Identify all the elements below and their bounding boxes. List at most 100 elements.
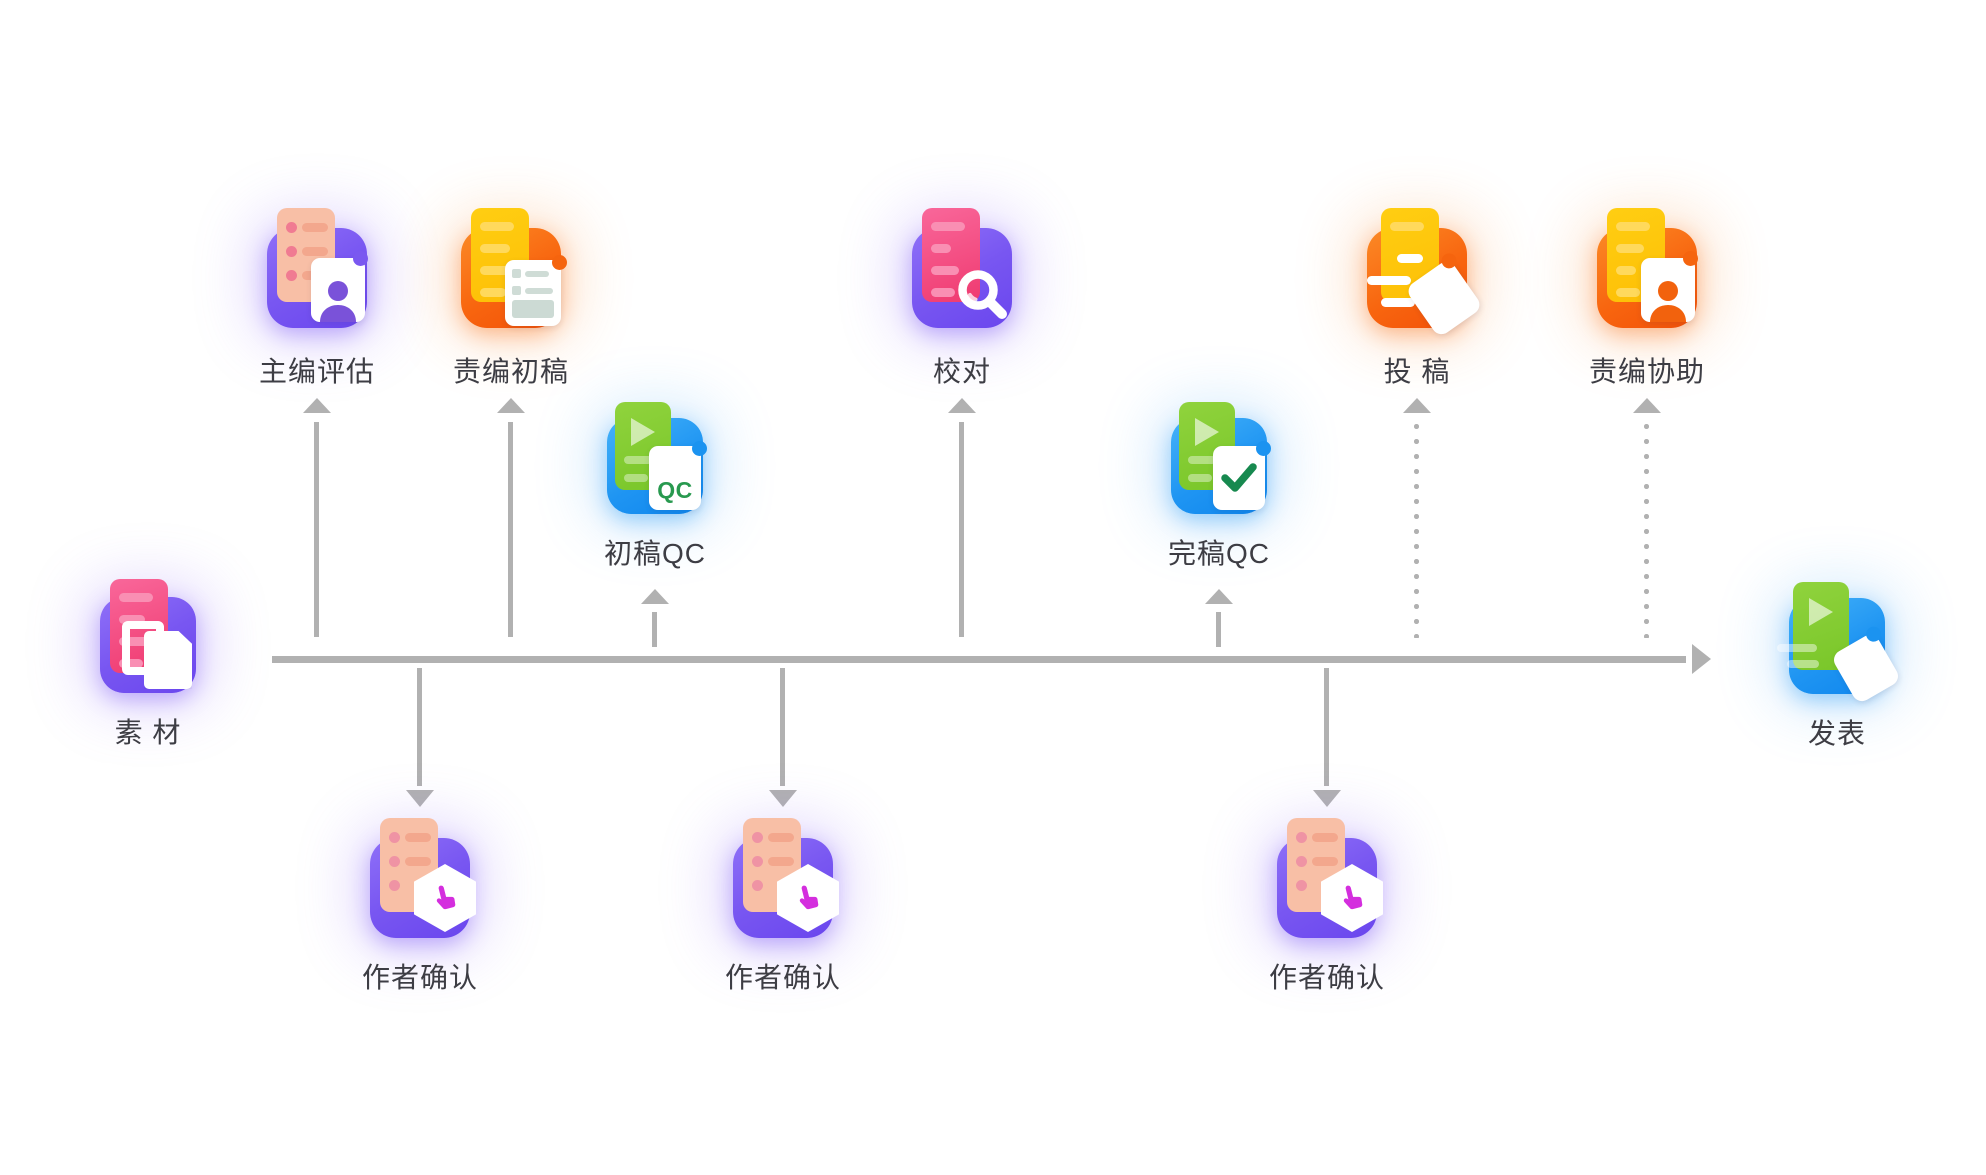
doc-line <box>931 288 955 297</box>
doc-line <box>119 615 145 624</box>
arrowhead-down-icon <box>1313 790 1341 807</box>
doc-line <box>405 857 431 866</box>
speed-line <box>1381 298 1415 307</box>
speed-line <box>1777 644 1817 652</box>
node-label: 主编评估 <box>258 356 376 387</box>
node-label: 作者确认 <box>1268 962 1386 993</box>
doc-line <box>931 222 965 231</box>
qc-doc-icon: QC <box>607 402 707 514</box>
node-submit: 投 稿 <box>1367 208 1484 387</box>
speed-line <box>1367 276 1411 285</box>
arrowhead-up-icon <box>303 398 331 413</box>
doc-line <box>119 659 143 668</box>
card-notch <box>1256 441 1271 456</box>
magnifier-icon <box>958 270 1007 319</box>
node-chief-eval: 主编评估 <box>259 208 374 387</box>
doc-line <box>480 288 506 297</box>
arrowhead-down-icon <box>406 790 434 807</box>
connector-down-author-3 <box>1324 668 1329 786</box>
paper-sheet-icon <box>144 631 192 689</box>
connector-up-chief-eval <box>314 422 319 637</box>
connector-up-editor-draft <box>508 422 513 637</box>
doc-line <box>624 474 648 482</box>
card-notch <box>353 251 368 266</box>
doc-dot <box>752 832 763 843</box>
node-materials: 素 材 <box>100 579 196 748</box>
doc-dot <box>752 856 763 867</box>
doc-dot <box>1296 880 1307 891</box>
doc-block <box>512 300 554 318</box>
doc-bullet <box>512 286 521 295</box>
qc-badge: QC <box>657 477 693 503</box>
arrowhead-up-icon <box>948 398 976 413</box>
card-notch <box>552 255 567 270</box>
node-author-confirm-2: 作者确认 <box>725 818 840 993</box>
arrowhead-up-icon <box>1205 589 1233 604</box>
node-label: 作者确认 <box>361 962 479 993</box>
doc-line <box>119 593 153 602</box>
check-sheet <box>1213 441 1271 510</box>
doc-line <box>302 223 328 232</box>
id-card <box>311 258 365 322</box>
doc-line <box>931 244 951 253</box>
doc-line <box>302 247 328 256</box>
play-icon <box>631 418 655 446</box>
doc-dot <box>286 222 297 233</box>
doc-line <box>1616 222 1650 231</box>
doc-line <box>1188 456 1216 464</box>
connector-down-author-1 <box>417 668 422 786</box>
connector-down-author-2 <box>780 668 785 786</box>
hand-confirm-icon <box>733 818 839 938</box>
node-proofread: 校对 <box>912 208 1012 387</box>
materials-doc-stack-icon <box>100 579 196 693</box>
speed-line <box>1397 254 1423 263</box>
id-card <box>1641 258 1695 322</box>
node-label: 发表 <box>1807 718 1867 749</box>
doc-dot <box>389 856 400 867</box>
doc-bullet <box>512 269 521 278</box>
node-label: 校对 <box>932 356 992 387</box>
play-icon <box>1809 598 1833 626</box>
paper-notch <box>1438 250 1460 272</box>
node-label: 责编协助 <box>1588 356 1706 387</box>
play-icon <box>1195 418 1219 446</box>
doc-line <box>480 266 514 275</box>
doc-dot <box>1296 832 1307 843</box>
arrowhead-up-icon <box>1403 398 1431 413</box>
check-doc-icon <box>1171 402 1271 514</box>
doc-line <box>1616 288 1640 297</box>
arrowhead-up-icon <box>641 589 669 604</box>
node-publish: 发表 <box>1777 582 1902 749</box>
card-notch <box>1683 251 1698 266</box>
person-icon <box>320 281 356 322</box>
node-label: 初稿QC <box>603 538 707 569</box>
arrowhead-up-icon <box>497 398 525 413</box>
person-card-icon <box>267 208 368 328</box>
doc-line <box>480 222 514 231</box>
doc-line <box>1390 222 1424 231</box>
node-label: 责编初稿 <box>452 356 570 387</box>
tap-hand-icon <box>799 885 819 910</box>
arrowhead-down-icon <box>769 790 797 807</box>
timeline-arrowhead-icon <box>1692 644 1711 674</box>
doc-line <box>931 266 959 275</box>
doc-line <box>525 287 553 294</box>
send-doc-icon <box>1367 208 1484 339</box>
doc-line <box>1188 474 1212 482</box>
publish-doc-icon <box>1777 582 1902 705</box>
node-author-confirm-1: 作者确认 <box>362 818 477 993</box>
doc-dot <box>286 246 297 257</box>
doc-line <box>1312 833 1338 842</box>
person-card-icon <box>1597 208 1698 328</box>
node-final-qc: 完稿QC <box>1168 402 1271 569</box>
node-author-confirm-3: 作者确认 <box>1269 818 1384 993</box>
node-draft-qc: QC 初稿QC <box>604 402 707 569</box>
doc-dot <box>286 270 297 281</box>
pink-document <box>922 208 980 302</box>
doc-line <box>480 244 510 253</box>
node-label: 投 稿 <box>1383 356 1451 387</box>
doc-dot <box>1296 856 1307 867</box>
hand-confirm-icon <box>1277 818 1383 938</box>
connector-up-draft-qc <box>652 612 657 647</box>
